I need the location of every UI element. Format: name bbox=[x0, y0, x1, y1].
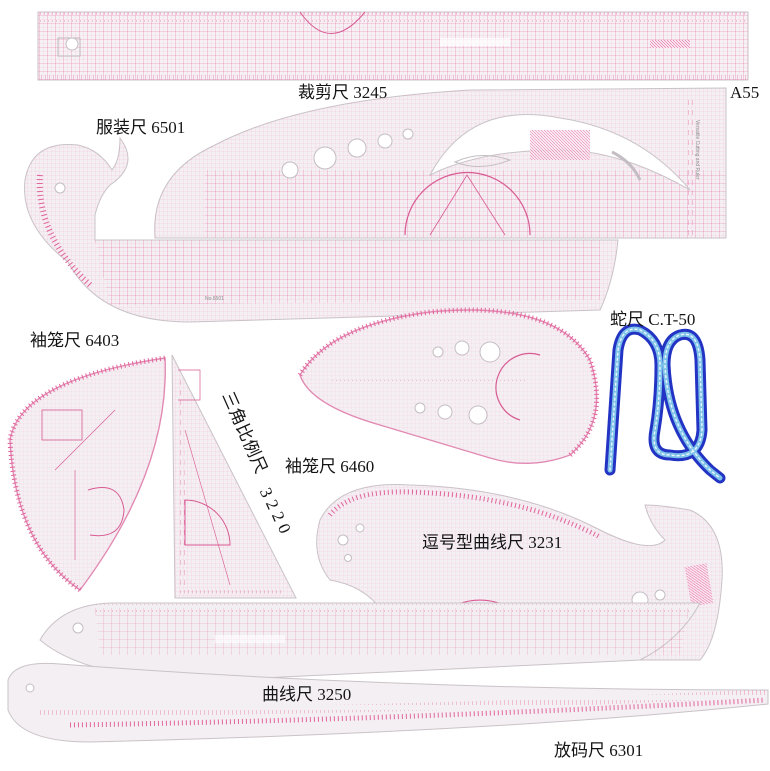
label-armhole-ruler-6403: 袖笼尺 6403 bbox=[30, 331, 120, 350]
curve-ruler-3250 bbox=[39, 602, 701, 681]
label-armhole-ruler-6460: 袖笼尺 6460 bbox=[285, 457, 375, 476]
armhole-ruler-6403 bbox=[7, 355, 166, 593]
label-triangle-char: 2 bbox=[261, 496, 283, 513]
label-triangle-char: 2 bbox=[267, 508, 289, 525]
label-triangle-ruler: 三 角 比 例 尺 3 2 2 0 bbox=[218, 389, 312, 552]
label-comma-curve-ruler: 逗号型曲线尺 3231 bbox=[422, 533, 563, 552]
printed-model-number: No.6501 bbox=[205, 296, 224, 302]
label-a55: A55 bbox=[730, 83, 760, 102]
label-triangle-char: 0 bbox=[273, 520, 295, 537]
cutting-ruler-3245 bbox=[37, 11, 749, 81]
grading-ruler-6301 bbox=[7, 662, 769, 743]
label-curve-ruler: 曲线尺 3250 bbox=[262, 685, 352, 704]
label-triangle-char: 3 bbox=[255, 484, 277, 501]
label-snake-ruler: 蛇尺 C.T-50 bbox=[610, 310, 696, 329]
triangle-ruler-3220 bbox=[171, 354, 297, 599]
printed-subtitle: Versatile Cutting and Ruler bbox=[694, 120, 700, 180]
armhole-ruler-6460 bbox=[297, 307, 600, 464]
label-garment-ruler: 服装尺 6501 bbox=[96, 118, 186, 137]
garment-ruler-6501 bbox=[24, 87, 727, 323]
snake-ruler-ct50 bbox=[604, 323, 726, 484]
label-grading-ruler: 放码尺 6301 bbox=[554, 741, 644, 760]
label-cutting-ruler: 裁剪尺 3245 bbox=[298, 83, 388, 102]
